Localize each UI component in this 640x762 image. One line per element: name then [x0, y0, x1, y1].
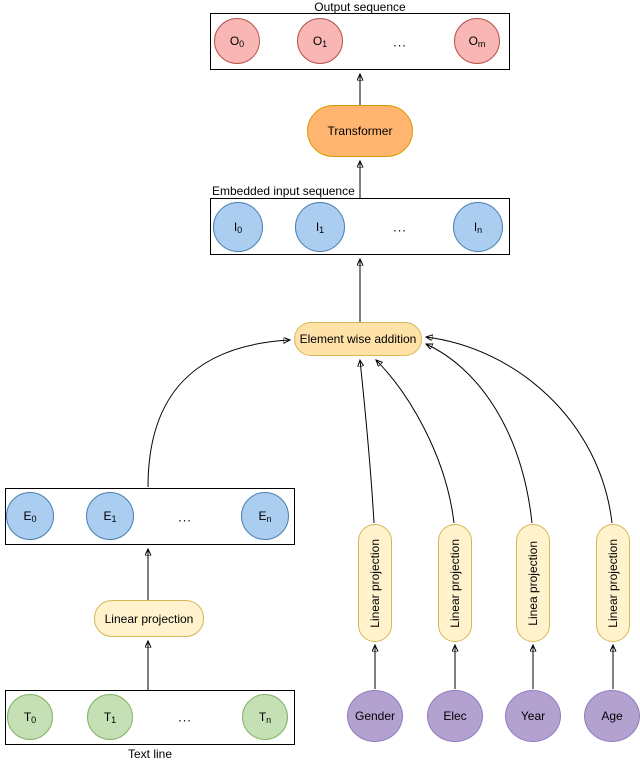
node-label: I: [473, 220, 478, 234]
arrow-proj2-to-addition: [376, 360, 455, 524]
arrow-proj4-to-addition: [426, 337, 613, 524]
node-label: O: [229, 34, 240, 48]
node-label-sub: n: [266, 513, 272, 524]
node-label: I: [233, 220, 238, 234]
arrow-proj1-to-addition: [360, 360, 375, 524]
feature-label: Elec: [443, 709, 467, 723]
feature-projection-label: Linear projection: [606, 538, 620, 628]
arrow-embeddings-to-addition: [147, 340, 290, 488]
feature-projection-node-2: Linear projection: [438, 524, 472, 642]
text-line-label: Text line: [127, 747, 173, 761]
feature-node-age: Age: [584, 690, 640, 742]
node-label-sub: 1: [111, 513, 117, 524]
feature-projection-node-1: Linear projection: [358, 524, 392, 642]
node-label: I: [315, 220, 320, 234]
node-label: T: [23, 710, 32, 724]
node-label-sub: 0: [31, 714, 37, 725]
feature-node-year: Year: [505, 690, 561, 742]
node-label-sub: 0: [239, 38, 245, 49]
element-wise-addition-node: Element wise addition: [294, 322, 422, 356]
node-label: O: [468, 34, 478, 48]
feature-node-elec: Elec: [427, 690, 483, 742]
node-label-sub: 0: [237, 224, 243, 235]
dots-label: ...: [178, 509, 192, 525]
output-sequence-label: Output sequence: [314, 0, 406, 14]
feature-projection-label: Linea projection: [526, 540, 540, 626]
node-label: O: [312, 34, 323, 48]
node-label-sub: n: [477, 224, 483, 235]
arrow-proj3-to-addition: [426, 344, 533, 524]
node-label: E: [258, 509, 267, 523]
node-label: T: [103, 710, 112, 724]
feature-projection-label: Linear projection: [368, 538, 382, 628]
embedded-sequence-label: Embedded input sequence: [212, 184, 355, 198]
feature-projection-node-4: Linear projection: [596, 524, 630, 642]
node-label-sub: 1: [111, 714, 117, 725]
feature-label: Age: [601, 709, 623, 723]
linear-projection-node: Linear projection: [94, 600, 204, 637]
transformer-node: Transformer: [307, 105, 413, 157]
feature-projection-label: Linear projection: [448, 538, 462, 628]
feature-projection-node-3: Linea projection: [516, 524, 550, 642]
node-label-sub: 1: [322, 38, 328, 49]
node-label-sub: n: [266, 714, 272, 725]
node-label-sub: 0: [31, 513, 37, 524]
dots-label: ...: [393, 219, 407, 235]
dots-label: ...: [393, 34, 407, 50]
node-label-sub: m: [477, 38, 486, 49]
feature-label: Year: [520, 709, 546, 723]
feature-label: Gender: [354, 709, 396, 723]
feature-node-gender: Gender: [347, 690, 403, 742]
dots-label: ...: [178, 709, 192, 725]
node-label: E: [23, 509, 32, 523]
node-label: T: [258, 710, 267, 724]
node-label-sub: 1: [319, 224, 325, 235]
node-label: E: [103, 509, 112, 523]
